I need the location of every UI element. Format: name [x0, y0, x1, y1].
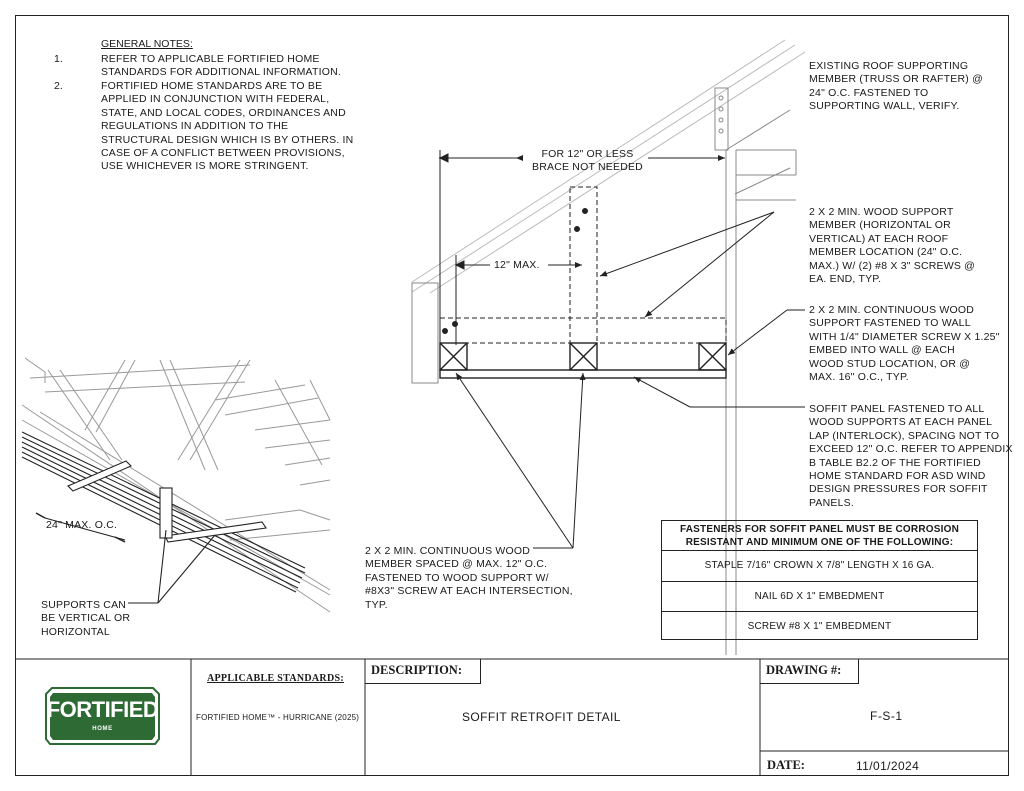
note-number: 2. — [54, 80, 63, 92]
callout-wood-support: 2 X 2 MIN. WOOD SUPPORT MEMBER (HORIZONT… — [809, 206, 976, 286]
callout-soffit-panel: SOFFIT PANEL FASTENED TO ALL WOOD SUPPOR… — [809, 403, 1013, 509]
note-number: 1. — [54, 53, 63, 65]
fascia — [411, 282, 439, 384]
note-text: REFER TO APPLICABLE FORTIFIED HOME STAND… — [101, 53, 341, 79]
dimension-24-max: 24" MAX. O.C. — [46, 519, 118, 531]
horizontal-support — [439, 317, 727, 344]
hurricane-strap — [714, 87, 729, 151]
callout-existing-roof: EXISTING ROOF SUPPORTING MEMBER (TRUSS O… — [809, 60, 983, 113]
callout-supports: SUPPORTS CAN BE VERTICAL OR HORIZONTAL — [41, 599, 131, 638]
dimension-brace-label: FOR 12" OR LESS BRACE NOT NEEDED — [532, 148, 643, 174]
note-text: FORTIFIED HOME STANDARDS ARE TO BE APPLI… — [101, 80, 354, 173]
logo-wordmark: FORTIFIED — [46, 697, 159, 722]
logo-subtitle: HOME — [92, 726, 113, 732]
fastener-row: SCREW #8 X 1" EMBEDMENT — [747, 621, 892, 632]
fastener-row: NAIL 6D X 1" EMBEDMENT — [662, 582, 977, 612]
isometric-battens — [21, 431, 306, 604]
dimension-12-max: 12" MAX. — [494, 259, 540, 271]
leader-lines — [455, 211, 805, 549]
callout-continuous-wall-support: 2 X 2 MIN. CONTINUOUS WOOD SUPPORT FASTE… — [809, 304, 1000, 384]
fastener-table: FASTENERS FOR SOFFIT PANEL MUST BE CORRO… — [661, 520, 978, 640]
dimension-lines — [438, 150, 725, 345]
fastener-row: STAPLE 7/16" CROWN X 7/8" LENGTH X 16 GA… — [662, 551, 977, 582]
standards-value: FORTIFIED HOME™ - HURRICANE (2025) — [196, 713, 360, 722]
description-label: DESCRIPTION: — [365, 659, 481, 684]
date-label: DATE: — [767, 758, 805, 772]
fastener-table-header: FASTENERS FOR SOFFIT PANEL MUST BE CORRO… — [662, 521, 977, 551]
drawing-number-label: DRAWING #: — [760, 659, 859, 684]
general-notes-heading: GENERAL NOTES: — [101, 38, 193, 50]
fortified-logo — [45, 687, 160, 745]
title-block-lines — [15, 658, 1009, 776]
drawing-border — [15, 15, 1009, 776]
description-value: SOFFIT RETROFIT DETAIL — [462, 710, 621, 724]
wall — [725, 109, 797, 655]
date-value: 11/01/2024 — [856, 759, 920, 773]
continuous-members — [439, 342, 727, 371]
roof-rafter — [411, 39, 806, 294]
callout-continuous-member: 2 X 2 MIN. CONTINUOUS WOOD MEMBER SPACED… — [365, 545, 573, 611]
isometric-detail — [21, 357, 331, 613]
drawing-number-value: F-S-1 — [870, 709, 903, 723]
standards-label: APPLICABLE STANDARDS: — [207, 673, 344, 684]
